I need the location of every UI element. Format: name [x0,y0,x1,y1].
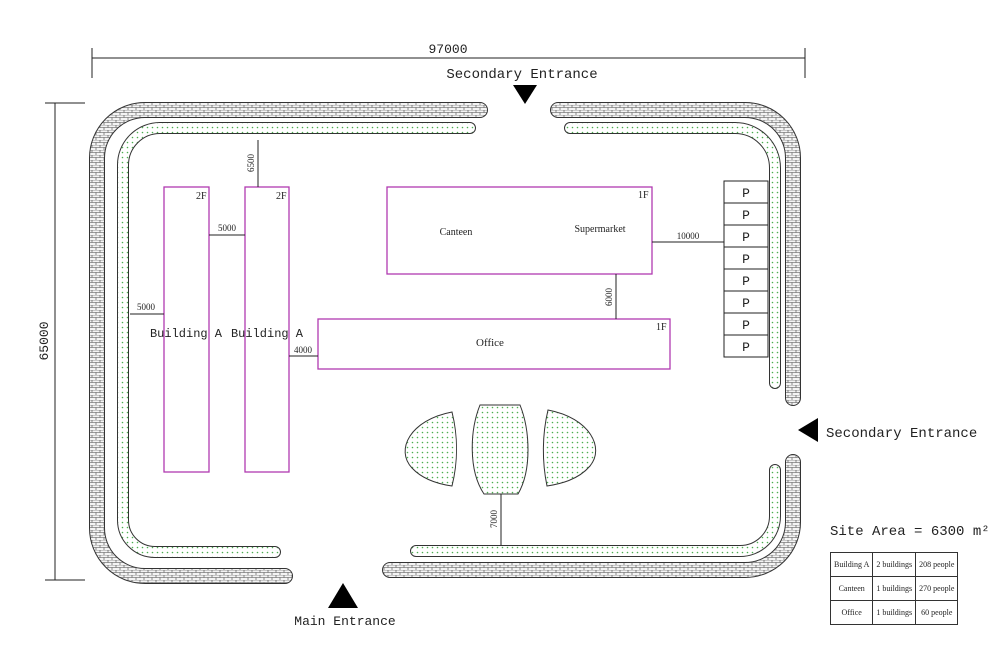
dim-7000-label: 7000 [489,510,499,529]
green-islands [404,404,596,495]
parking-space-label: P [742,186,750,201]
parking-space-label: P [742,318,750,333]
office-label: Office [476,337,504,349]
green-island-center [471,404,529,495]
wall-top-right [550,102,801,406]
interior-dimensions [130,140,724,545]
overall-height-label: 65000 [37,321,52,360]
overall-height-dimension [45,102,85,581]
parking-space-label: P [742,230,750,245]
parking-space-label: P [742,208,750,223]
parking-space-label: P [742,296,750,311]
canteen-floors: 1F [638,190,649,201]
main-entrance-label: Main Entrance [294,614,395,629]
parking-space-label: P [742,252,750,267]
building-a-right: 2F Building A [231,186,304,473]
dim-5000-left-label: 5000 [137,302,156,312]
building-a-left-label: Building A [150,327,223,341]
top-entrance-label: Secondary Entrance [446,67,597,83]
building-a-left-floors: 2F [196,191,207,202]
table-cell: 208 people [915,552,959,577]
perimeter-wall [89,102,801,584]
canteen-label: Canteen [440,227,473,238]
overall-width-dimension [91,48,806,78]
office-floors: 1F [656,322,667,333]
green-island-left [404,411,457,487]
building-a-right-label: Building A [231,327,304,341]
site-area-label: Site Area = 6300 m² [830,524,990,540]
office-building: 1F Office [317,318,671,370]
right-entrance-label: Secondary Entrance [826,426,977,442]
dim-10000-label: 10000 [677,231,700,241]
table-cell: 1 buildings [872,576,917,601]
dim-5000-between-label: 5000 [218,223,237,233]
table-cell: Canteen [829,576,874,601]
dim-6000-label: 6000 [604,288,614,307]
supermarket-label: Supermarket [574,224,625,235]
canteen-supermarket-building: 1F Canteen Supermarket [386,186,653,275]
dim-6500-label: 6500 [246,154,256,173]
table-cell: Building A [829,552,874,577]
table-cell: Office [829,600,874,625]
table-cell: 270 people [915,576,959,601]
parking-space [723,334,769,358]
parking-space-label: P [742,274,750,289]
main-entrance-arrow-icon [328,583,358,608]
right-entrance-arrow-icon [798,418,818,442]
parking-space-label: P [742,340,750,355]
green-island-right [542,409,596,487]
table-cell: 1 buildings [872,600,917,625]
overall-width-label: 97000 [428,42,467,57]
table-cell: 2 buildings [872,552,917,577]
building-a-right-floors: 2F [276,191,287,202]
dim-4000-label: 4000 [294,345,313,355]
top-entrance-arrow-icon [513,85,537,104]
table-cell: 60 people [915,600,959,625]
green-strip-bottom-right [410,464,781,557]
building-a-left: 2F Building A [150,186,223,473]
